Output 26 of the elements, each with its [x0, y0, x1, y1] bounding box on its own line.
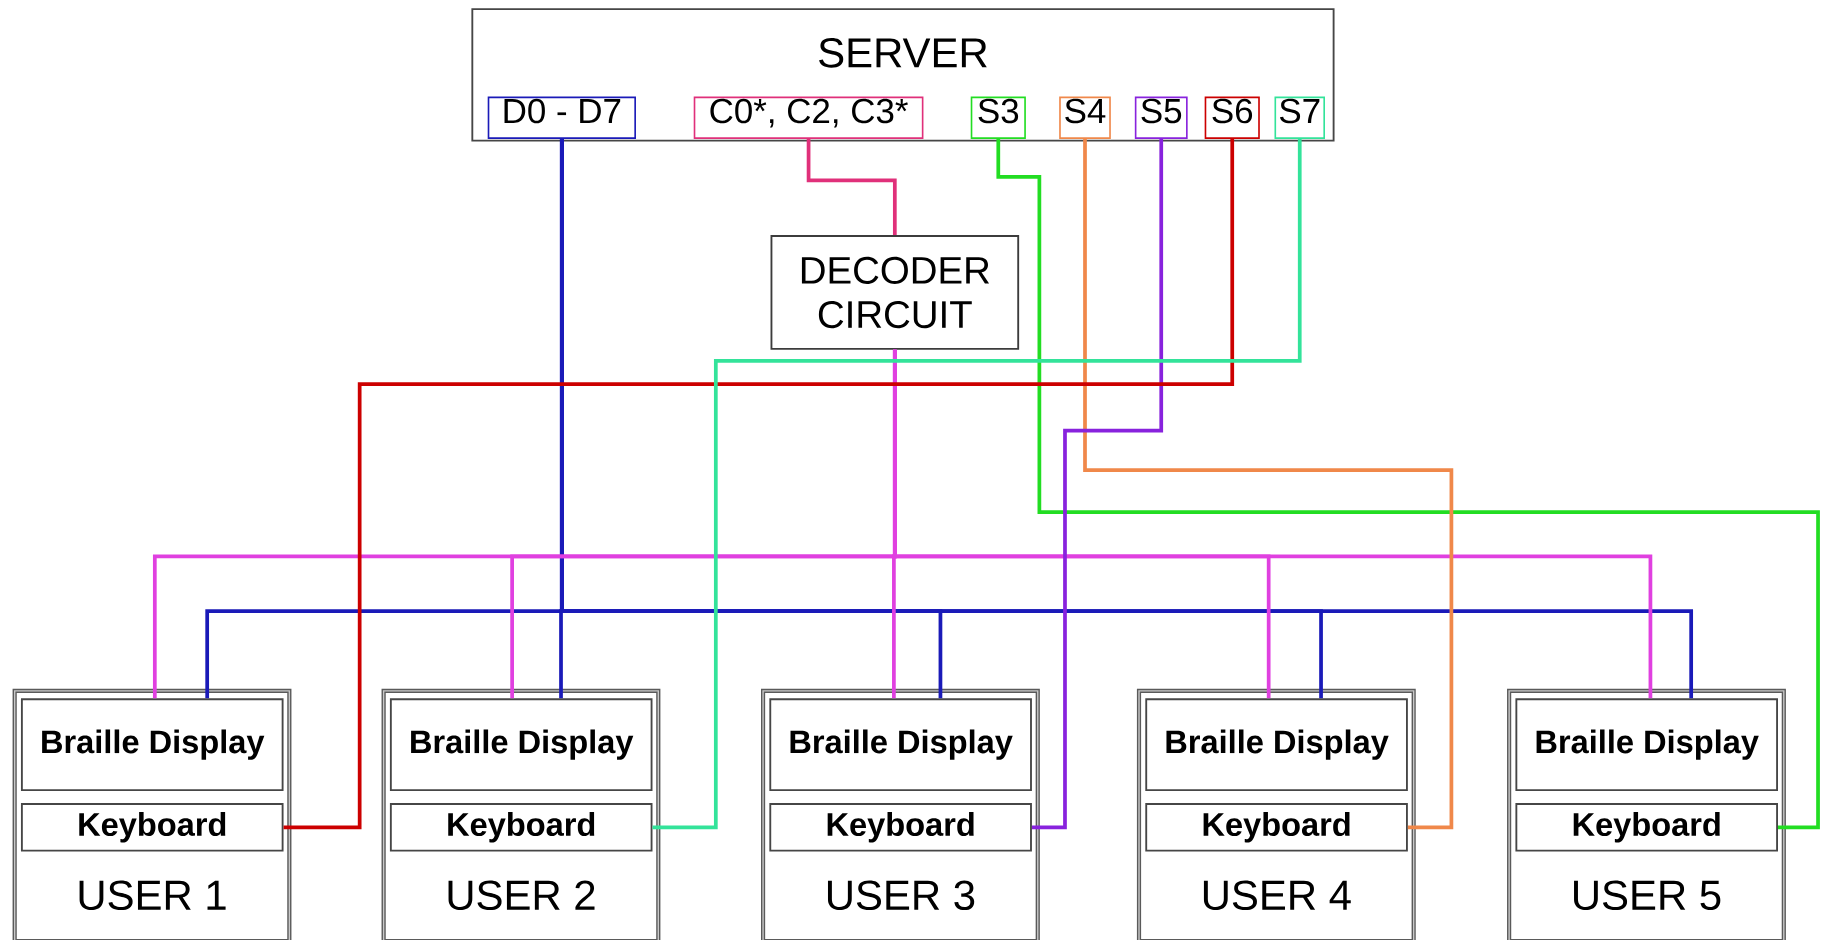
- port-box: S7: [1274, 96, 1325, 139]
- connector-line: [1083, 138, 1454, 829]
- connector-line: [996, 138, 1820, 829]
- keyboard-box: Keyboard: [1515, 802, 1778, 852]
- port-box: S5: [1134, 96, 1188, 139]
- port-box: C0*, C2, C3*: [693, 96, 924, 139]
- connector-line: [559, 138, 1694, 699]
- connector-line: [892, 349, 1653, 699]
- connector-line: [283, 138, 1235, 829]
- port-box: S6: [1204, 96, 1260, 139]
- braille-display-box: Braille Display: [769, 698, 1032, 791]
- port-box: S3: [970, 96, 1026, 139]
- connector-line: [806, 138, 897, 235]
- port-box: D0 - D7: [487, 96, 636, 139]
- keyboard-box: Keyboard: [1145, 802, 1408, 852]
- keyboard-box: Keyboard: [389, 802, 653, 852]
- braille-display-box: Braille Display: [1515, 698, 1778, 791]
- connector-line: [1031, 138, 1164, 829]
- decoder-box: DECODER CIRCUIT: [770, 234, 1020, 350]
- keyboard-box: Keyboard: [20, 802, 284, 852]
- connector-line: [652, 138, 1302, 829]
- port-box: S4: [1059, 96, 1111, 139]
- braille-display-box: Braille Display: [389, 698, 653, 791]
- keyboard-box: Keyboard: [769, 802, 1032, 852]
- braille-display-box: Braille Display: [1145, 698, 1408, 791]
- braille-display-box: Braille Display: [20, 698, 284, 791]
